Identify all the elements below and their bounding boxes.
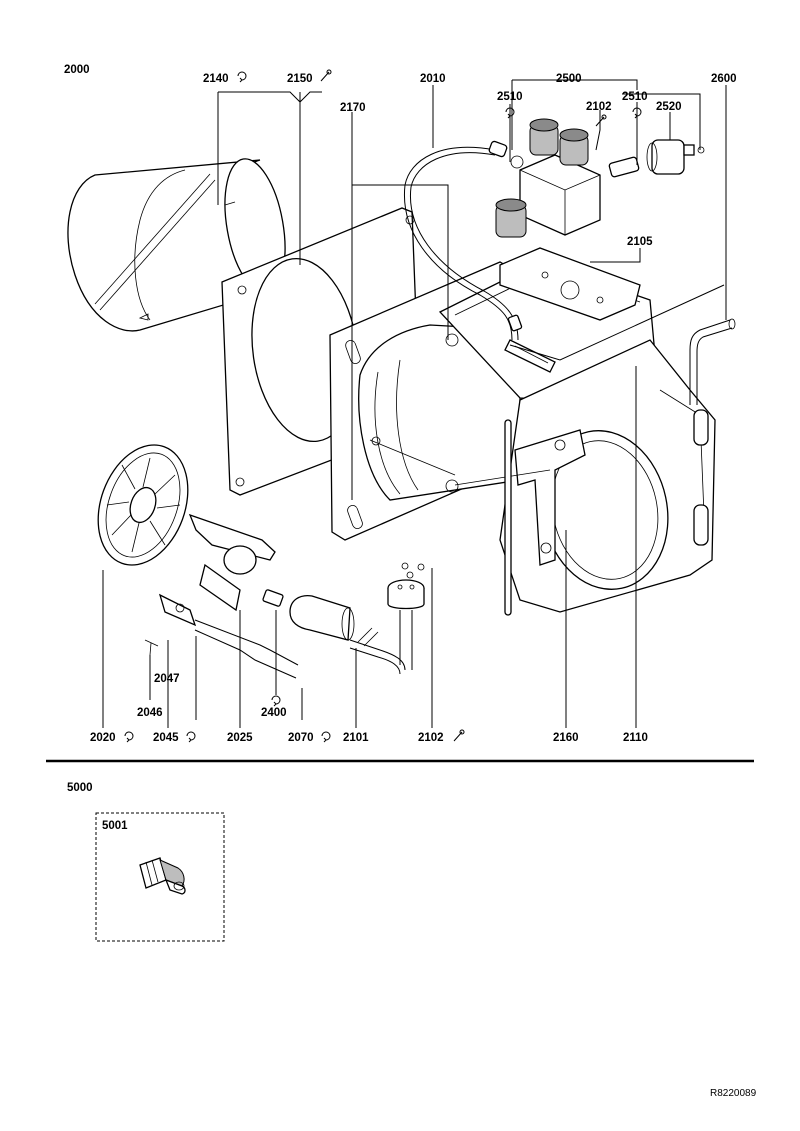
callout-2510-left: 2510 bbox=[497, 91, 523, 103]
callout-2500: 2500 bbox=[556, 73, 582, 85]
ignition-cable-part bbox=[289, 594, 406, 675]
valve-coil-part bbox=[646, 139, 705, 175]
callout-2510-right: 2510 bbox=[622, 91, 648, 103]
nozzle-fitting-part bbox=[262, 589, 284, 607]
kit-number: 5000 bbox=[67, 782, 93, 794]
rotate-arrow-icon bbox=[321, 731, 331, 743]
pipe-part bbox=[689, 318, 736, 405]
rotate-arrow-icon bbox=[505, 107, 515, 119]
callout-2025: 2025 bbox=[227, 732, 253, 744]
callout-2140: 2140 bbox=[203, 73, 229, 85]
callout-2045: 2045 bbox=[153, 732, 179, 744]
callout-2150: 2150 bbox=[287, 73, 313, 85]
connector-block-part bbox=[387, 562, 425, 670]
drawing-reference: R8220089 bbox=[710, 1088, 757, 1099]
wrench-icon bbox=[595, 114, 607, 127]
rotate-arrow-icon bbox=[271, 695, 281, 707]
callout-2600: 2600 bbox=[711, 73, 737, 85]
electrode-clip-part bbox=[144, 593, 197, 656]
kit-frame bbox=[95, 812, 225, 942]
burner-housing-part bbox=[329, 261, 716, 616]
rotate-arrow-icon bbox=[237, 71, 247, 83]
callout-2105: 2105 bbox=[627, 236, 653, 248]
callout-2102-top: 2102 bbox=[586, 101, 612, 113]
callout-2520: 2520 bbox=[656, 101, 682, 113]
callout-2102-bottom: 2102 bbox=[418, 732, 444, 744]
callout-2170: 2170 bbox=[340, 102, 366, 114]
flexible-hose-part bbox=[403, 140, 523, 341]
rotate-arrow-icon bbox=[632, 107, 642, 119]
callout-5001: 5001 bbox=[102, 820, 128, 832]
callout-2160: 2160 bbox=[553, 732, 579, 744]
leader-lines bbox=[102, 79, 727, 728]
callout-2101: 2101 bbox=[343, 732, 369, 744]
wrench-icon bbox=[453, 729, 465, 742]
callout-2400: 2400 bbox=[261, 707, 287, 719]
assembly-number: 2000 bbox=[64, 64, 90, 76]
diffuser-disc-part bbox=[97, 444, 189, 566]
rotate-arrow-icon bbox=[124, 731, 134, 743]
callout-2110: 2110 bbox=[623, 732, 648, 744]
solenoid-valve-block-part bbox=[495, 118, 640, 238]
callout-labels: 2140 2150 2170 2010 2500 2510 2102 2510 … bbox=[90, 69, 737, 744]
nozzle-fitting-kit-part bbox=[139, 857, 186, 895]
rotate-arrow-icon bbox=[186, 731, 196, 743]
callout-2010: 2010 bbox=[420, 73, 446, 85]
wrench-icon bbox=[320, 69, 332, 82]
callout-2046: 2046 bbox=[137, 707, 163, 719]
callout-2020: 2020 bbox=[90, 732, 116, 744]
callout-2070: 2070 bbox=[288, 732, 314, 744]
support-bracket-part bbox=[499, 247, 641, 321]
callout-2047: 2047 bbox=[154, 673, 180, 685]
